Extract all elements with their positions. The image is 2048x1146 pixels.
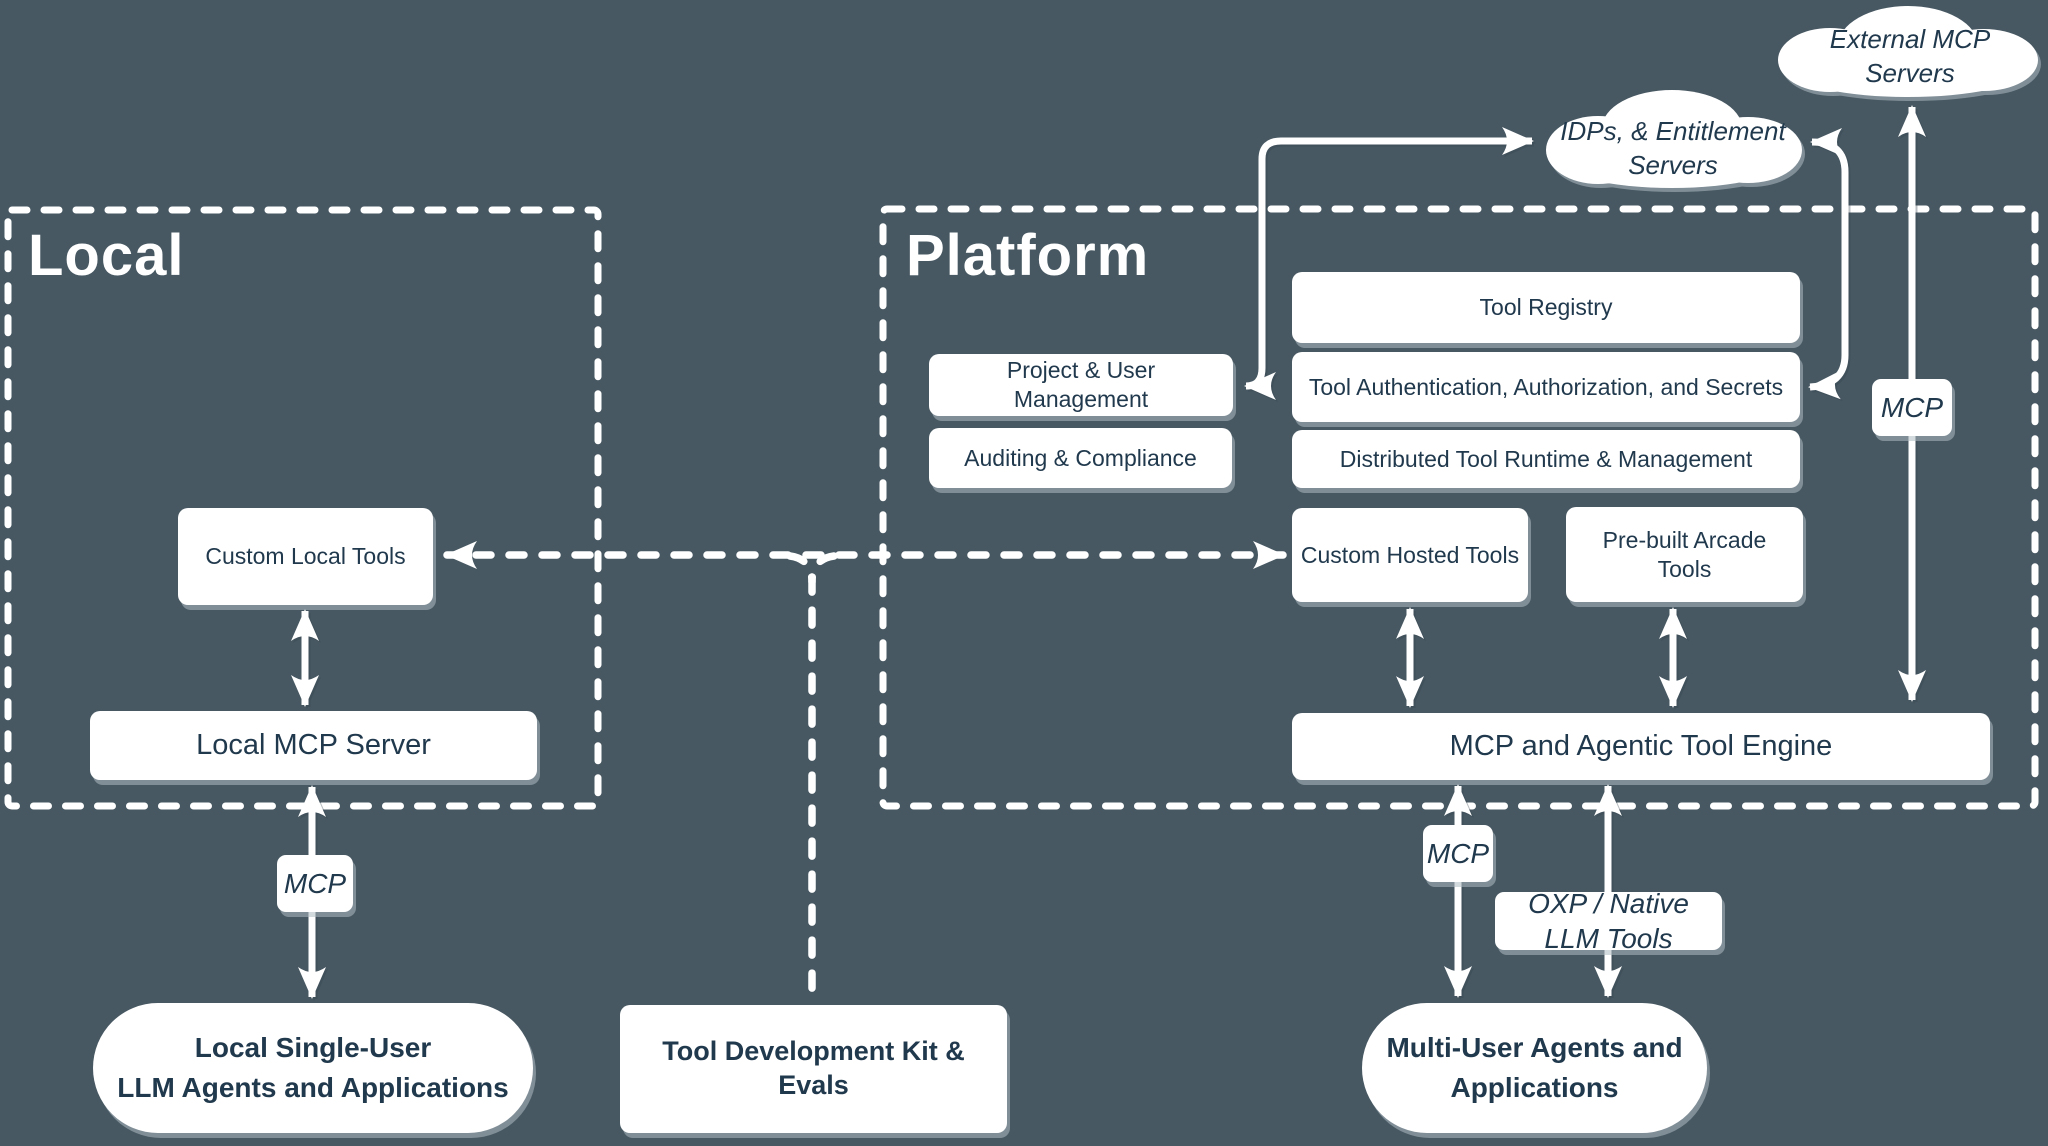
multi-agents-line2: Applications bbox=[1450, 1072, 1619, 1103]
arrow-tool-auth-to-idps bbox=[1808, 128, 1849, 400]
node-project-user-management: Project & User Management bbox=[929, 354, 1233, 416]
multi-agents-line1: Multi-User Agents and bbox=[1386, 1032, 1683, 1063]
node-custom-hosted-tools: Custom Hosted Tools bbox=[1292, 508, 1528, 602]
external-mcp-cloud-label: External MCP Servers bbox=[1829, 24, 1991, 88]
platform-region-title: Platform bbox=[906, 223, 1150, 288]
node-mcp-agentic-tool-engine: MCP and Agentic Tool Engine bbox=[1292, 713, 1990, 780]
idps-cloud-label-line1: IDPs, & Entitlement bbox=[1560, 116, 1786, 146]
idps-cloud bbox=[1546, 90, 1802, 188]
arrow-project-mgmt-to-idps bbox=[1244, 127, 1534, 400]
node-tool-registry: Tool Registry bbox=[1292, 272, 1800, 343]
idps-cloud-label-line2: Servers bbox=[1628, 150, 1718, 180]
node-multi-user-agents-pill: Multi-User Agents and Applications bbox=[1362, 1003, 1707, 1133]
local-region-title: Local bbox=[28, 223, 185, 288]
mcp-protocol-label-external: MCP bbox=[1872, 379, 1952, 436]
node-local-mcp-server: Local MCP Server bbox=[90, 711, 537, 780]
node-distributed-runtime: Distributed Tool Runtime & Management bbox=[1292, 430, 1800, 488]
idps-cloud-label: IDPs, & Entitlement Servers bbox=[1558, 112, 1788, 184]
oxp-protocol-label: OXP / Native LLM Tools bbox=[1495, 888, 1722, 954]
mcp-protocol-label-platform: MCP bbox=[1423, 825, 1493, 882]
dashed-branch-tdk bbox=[786, 552, 816, 1004]
node-auditing-compliance: Auditing & Compliance bbox=[929, 428, 1232, 488]
dashed-branch-curve bbox=[808, 552, 838, 586]
node-custom-local-tools: Custom Local Tools bbox=[178, 508, 433, 605]
local-agents-line2: LLM Agents and Applications bbox=[117, 1072, 509, 1103]
mcp-protocol-label-local: MCP bbox=[277, 855, 353, 912]
local-agents-line1: Local Single-User bbox=[194, 1032, 432, 1063]
node-tool-authentication: Tool Authentication, Authorization, and … bbox=[1292, 352, 1800, 422]
node-local-agents-pill: Local Single-User LLM Agents and Applica… bbox=[93, 1003, 533, 1133]
node-tool-development-kit: Tool Development Kit & Evals bbox=[620, 1005, 1007, 1133]
external-mcp-cloud bbox=[1778, 6, 2038, 97]
node-prebuilt-arcade-tools: Pre-built Arcade Tools bbox=[1566, 507, 1803, 602]
